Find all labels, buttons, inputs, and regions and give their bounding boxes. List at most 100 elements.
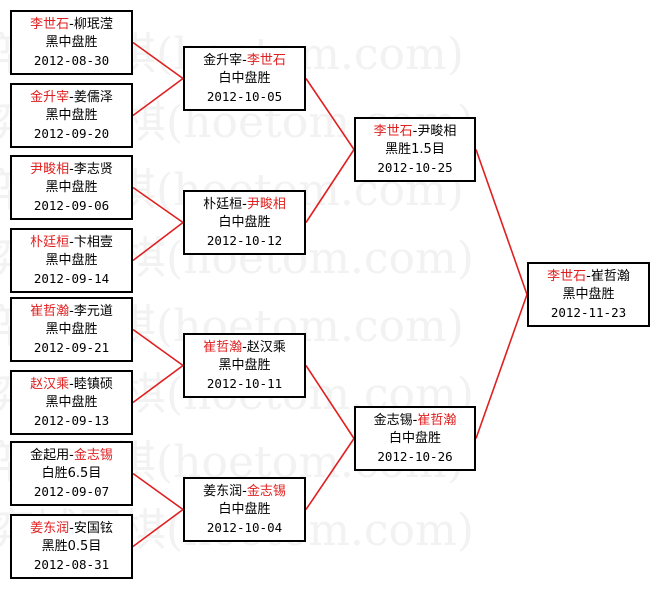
match-date: 2012-11-23 bbox=[550, 304, 627, 320]
separator: - bbox=[412, 412, 418, 428]
match-date: 2012-09-07 bbox=[33, 483, 110, 499]
match-result: 黑胜0.5目 bbox=[41, 538, 102, 554]
match-players: 金起用-金志锡 bbox=[30, 447, 113, 465]
player-two: 安国铉 bbox=[73, 520, 113, 536]
match-players: 尹畯相-李志贤 bbox=[30, 161, 113, 179]
match-date: 2012-10-04 bbox=[206, 519, 283, 535]
match-result: 黑中盘胜 bbox=[218, 357, 271, 373]
round2-match-box: 崔哲瀚-赵汉乘黑中盘胜 2012-10-11 bbox=[183, 333, 306, 398]
connector-line bbox=[305, 365, 355, 439]
player-one: 尹畯相 bbox=[30, 161, 70, 177]
connector-line bbox=[132, 364, 184, 404]
match-date: 2012-10-25 bbox=[377, 159, 453, 175]
connector-line bbox=[132, 508, 184, 548]
connector-line bbox=[132, 77, 184, 117]
match-date: 2012-10-11 bbox=[206, 375, 283, 391]
match-result: 黑中盘胜 bbox=[45, 107, 98, 123]
connector-line bbox=[305, 78, 355, 150]
match-players: 赵汉乘-睦镇硕 bbox=[30, 376, 113, 394]
round2-match-box: 朴廷桓-尹畯相白中盘胜 2012-10-12 bbox=[183, 190, 306, 255]
match-result: 黑中盘胜 bbox=[45, 34, 98, 50]
separator: - bbox=[69, 376, 74, 392]
match-date: 2012-08-31 bbox=[33, 556, 110, 572]
connector-line bbox=[475, 149, 528, 295]
separator: - bbox=[69, 520, 74, 536]
separator: - bbox=[69, 161, 74, 177]
separator: - bbox=[69, 234, 74, 250]
match-result: 白胜6.5目 bbox=[41, 465, 102, 481]
match-result: 白中盘胜 bbox=[388, 430, 441, 446]
match-date: 2012-10-26 bbox=[377, 448, 453, 464]
player-one: 金升宰 bbox=[203, 52, 243, 68]
match-result: 白中盘胜 bbox=[218, 214, 271, 230]
player-two: 李世石 bbox=[246, 52, 286, 68]
player-two: 姜儒泽 bbox=[73, 89, 113, 105]
player-one: 赵汉乘 bbox=[30, 376, 70, 392]
connector-line bbox=[132, 221, 184, 262]
match-result: 白中盘胜 bbox=[218, 70, 271, 86]
connector-line bbox=[305, 149, 355, 223]
player-two: 尹畯相 bbox=[246, 196, 286, 212]
match-result: 黑中盘胜 bbox=[45, 321, 98, 337]
player-two: 崔哲瀚 bbox=[417, 412, 457, 428]
separator: - bbox=[412, 123, 418, 139]
player-two: 柳珉滢 bbox=[73, 16, 113, 32]
player-one: 李世石 bbox=[30, 16, 70, 32]
separator: - bbox=[69, 447, 74, 463]
match-players: 金志锡-崔哲瀚 bbox=[374, 412, 457, 430]
separator: - bbox=[242, 483, 247, 499]
player-two: 李元道 bbox=[73, 303, 113, 319]
match-date: 2012-09-14 bbox=[33, 270, 110, 286]
match-date: 2012-10-12 bbox=[206, 232, 283, 248]
player-two: 睦镇硕 bbox=[73, 376, 113, 392]
match-players: 金升宰-姜儒泽 bbox=[30, 89, 113, 107]
player-one: 姜东润 bbox=[30, 520, 70, 536]
round3-match-box: 李世石-尹畯相黑胜1.5目 2012-10-25 bbox=[354, 117, 476, 182]
player-one: 金起用 bbox=[30, 447, 70, 463]
match-players: 朴廷桓-尹畯相 bbox=[203, 196, 286, 214]
match-players: 金升宰-李世石 bbox=[203, 52, 286, 70]
match-players: 姜东润-安国铉 bbox=[30, 520, 113, 538]
match-result: 白中盘胜 bbox=[218, 501, 271, 517]
connector-line bbox=[132, 328, 184, 367]
match-date: 2012-09-06 bbox=[33, 197, 110, 213]
player-one: 金升宰 bbox=[30, 89, 70, 105]
match-date: 2012-09-13 bbox=[33, 412, 110, 428]
match-date: 2012-09-20 bbox=[33, 125, 110, 141]
player-one: 崔哲瀚 bbox=[203, 339, 243, 355]
player-two: 金志锡 bbox=[246, 483, 286, 499]
player-one: 朴廷桓 bbox=[30, 234, 70, 250]
connector-line bbox=[305, 438, 355, 510]
connector-line bbox=[132, 472, 184, 511]
player-two: 卞相壹 bbox=[73, 234, 113, 250]
connector-line bbox=[132, 186, 184, 224]
match-result: 黑胜1.5目 bbox=[385, 141, 445, 157]
separator: - bbox=[69, 16, 74, 32]
round1-match-box: 金升宰-姜儒泽黑中盘胜 2012-09-20 bbox=[10, 83, 133, 148]
match-players: 崔哲瀚-李元道 bbox=[30, 303, 113, 321]
player-two: 崔哲瀚 bbox=[590, 268, 630, 284]
player-one: 李世石 bbox=[547, 268, 587, 284]
player-two: 金志锡 bbox=[73, 447, 113, 463]
separator: - bbox=[242, 52, 247, 68]
connector-line bbox=[475, 294, 528, 439]
match-date: 2012-10-05 bbox=[206, 88, 283, 104]
match-players: 李世石-柳珉滢 bbox=[30, 16, 113, 34]
final-match-box: 李世石-崔哲瀚黑中盘胜 2012-11-23 bbox=[527, 262, 650, 327]
match-result: 黑中盘胜 bbox=[562, 286, 615, 302]
player-one: 姜东润 bbox=[203, 483, 243, 499]
player-two: 赵汉乘 bbox=[246, 339, 286, 355]
separator: - bbox=[242, 339, 247, 355]
match-date: 2012-09-21 bbox=[33, 339, 110, 355]
match-result: 黑中盘胜 bbox=[45, 179, 98, 195]
match-players: 李世石-崔哲瀚 bbox=[547, 268, 630, 286]
match-players: 李世石-尹畯相 bbox=[374, 123, 457, 141]
player-one: 金志锡 bbox=[373, 412, 413, 428]
match-players: 姜东润-金志锡 bbox=[203, 483, 286, 501]
